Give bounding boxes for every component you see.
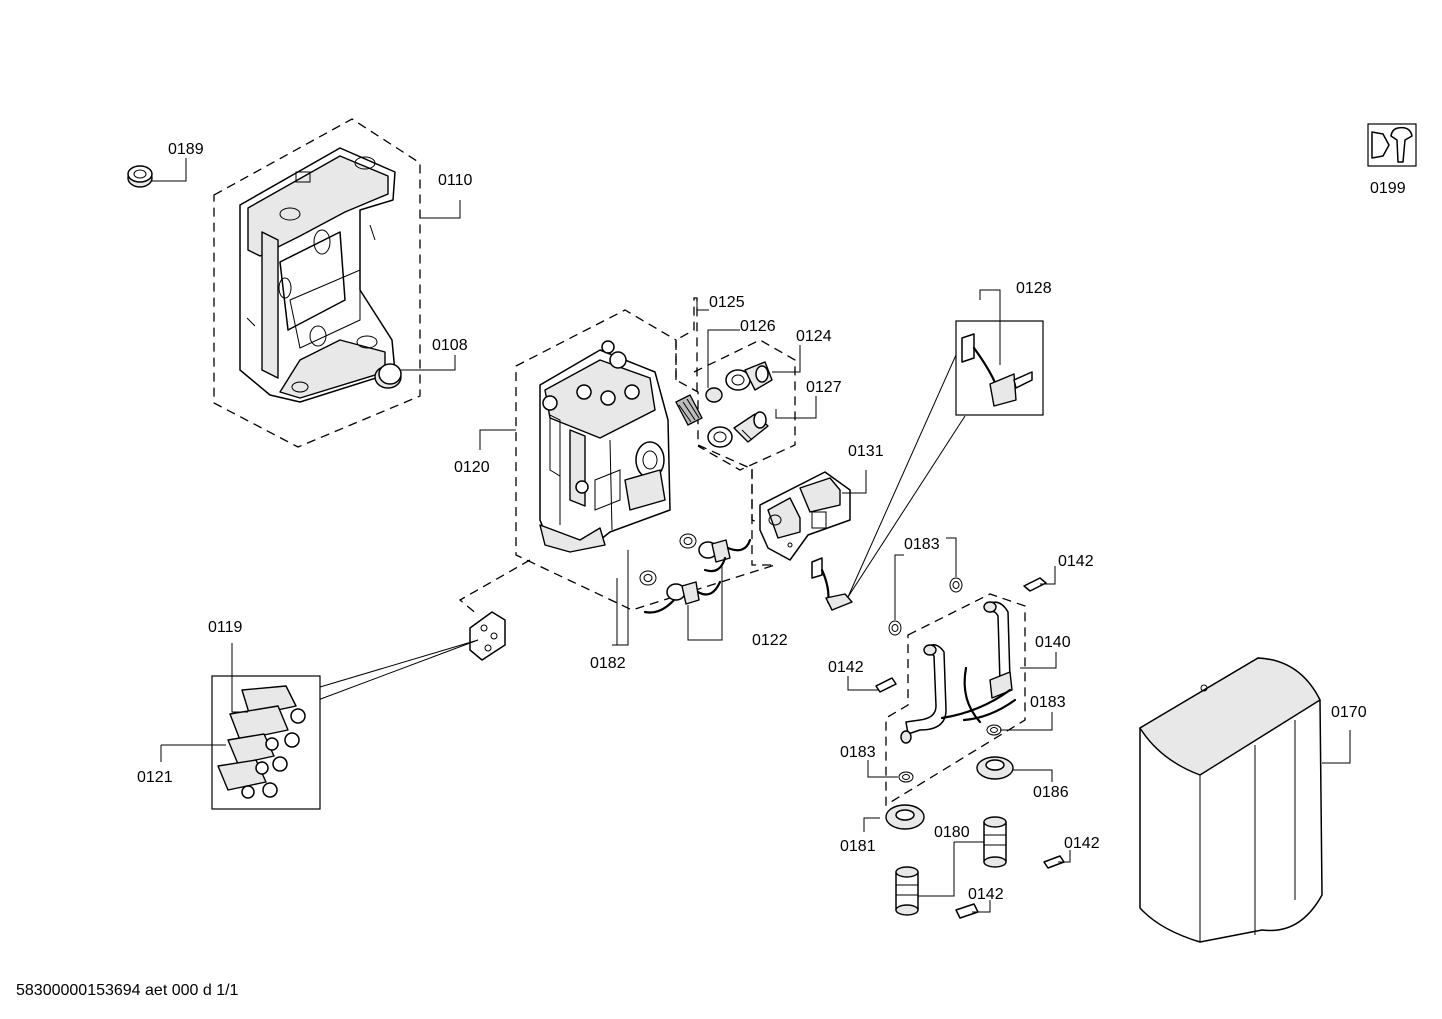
part-label-0183-c: 0183 [1030,694,1066,711]
leader-0183-a [894,554,904,620]
part-label-0199: 0199 [1370,180,1406,197]
oring-part-0183-a [888,620,902,636]
part-label-0170: 0170 [1331,704,1367,721]
leader-0126 [707,329,740,388]
part-label-0125: 0125 [709,294,745,311]
leader-0189 [152,158,187,182]
leader-0142-a [1040,566,1056,585]
leader-0120 [479,429,516,450]
leader-0182-a [612,550,629,646]
part-label-0120: 0120 [454,459,490,476]
leader-0124 [772,345,801,373]
detail-leader-0128-a [847,415,966,598]
part-label-0110: 0110 [438,172,473,189]
part-label-0128: 0128 [1016,280,1052,297]
leader-0142-b [847,676,878,691]
leader-0108 [400,355,456,371]
clip-part-0142-d [955,903,979,919]
detail-leader-0128-b [847,354,957,598]
group-outline-0124-0127 [693,339,796,471]
leader-0125 [696,300,709,311]
washer-part-0186 [976,756,1014,780]
part-label-0142-a: 0142 [1058,553,1094,570]
group-outline-0119 [458,559,531,616]
oring-part-0183-b2 [898,771,914,783]
part-label-0142-b: 0142 [828,659,864,676]
leader-0142-c [1058,850,1071,863]
part-label-0142-d: 0142 [968,886,1004,903]
document-id: 58300000153694 aet 000 d 1/1 [16,982,239,999]
part-label-0121: 0121 [137,769,173,786]
part-label-0181: 0181 [840,838,876,855]
cover-part-0170 [1139,657,1323,943]
part-label-0183-a: 0183 [904,536,940,553]
part-label-0182: 0182 [590,655,626,672]
part-label-0189: 0189 [168,141,204,158]
leader-0181 [863,817,880,832]
leader-0122 [687,565,723,641]
electronic-module-part-0131 [759,471,851,561]
oring-part-0183-c [986,724,1002,736]
group-outline-0140 [885,593,1026,807]
part-label-0183-b: 0183 [840,744,876,761]
clip-part-0142-a [1023,577,1047,592]
seal-part-0126 [705,387,723,403]
leader-0170 [1322,730,1351,764]
sensor-part-0122-a [698,538,752,573]
leader-0180-b [918,842,955,897]
oring-part-0183-b [949,577,963,593]
part-label-0140: 0140 [1035,634,1071,651]
valve-part-0124 [725,361,773,391]
fitting-part-0180-a [983,816,1007,868]
valve-part-0127 [707,411,769,448]
wrench-nut-icon [1367,123,1417,167]
part-label-0108: 0108 [432,337,468,354]
leader-0140 [1020,652,1057,669]
part-label-0142-c: 0142 [1064,835,1100,852]
detail-leader-0119-b [317,639,479,701]
oring-part-0182-b [639,570,657,586]
leader-0183-a2 [946,537,957,577]
group-outline-0120 [515,309,776,611]
part-label-0124: 0124 [796,328,832,345]
terminal-detail-0119 [217,685,306,799]
oring-part-0182-a [679,533,697,549]
leader-0186 [1012,769,1053,782]
clip-part-0142-b [875,677,897,693]
fitting-part-0180-b [895,866,919,916]
housing-frame-part-0110 [239,147,396,403]
sensor-part-0122-b [643,580,722,614]
part-label-0127: 0127 [806,379,842,396]
leader-0131 [842,470,867,494]
cable-detail-0128 [961,333,1033,407]
leader-0183-c [1000,712,1053,731]
part-label-0126: 0126 [740,318,776,335]
leader-0183-b [867,760,898,778]
leader-0119 [231,643,248,713]
leader-0127 [775,396,817,419]
plug-part-0108 [374,363,402,389]
washer-part-0181 [885,804,925,830]
part-label-0122: 0122 [752,632,788,649]
group-outline-0125 [675,297,698,393]
part-label-0180: 0180 [934,824,970,841]
terminal-block-part-0119 [469,611,506,661]
detail-leader-0119-a [319,639,479,688]
cap-part-0189 [127,165,153,188]
leader-0110 [420,200,461,219]
pipe-part-0140 [900,601,1017,744]
group-outline-0110 [213,118,421,448]
part-label-0119: 0119 [208,619,243,636]
cable-part-0128 [811,557,853,611]
leader-0142-d [972,900,991,913]
sieve-part-0125 [675,394,703,426]
leader-0128 [979,289,1001,365]
part-label-0131: 0131 [848,443,884,460]
part-label-0186: 0186 [1033,784,1069,801]
hydraulic-block-part-0120 [539,340,671,553]
